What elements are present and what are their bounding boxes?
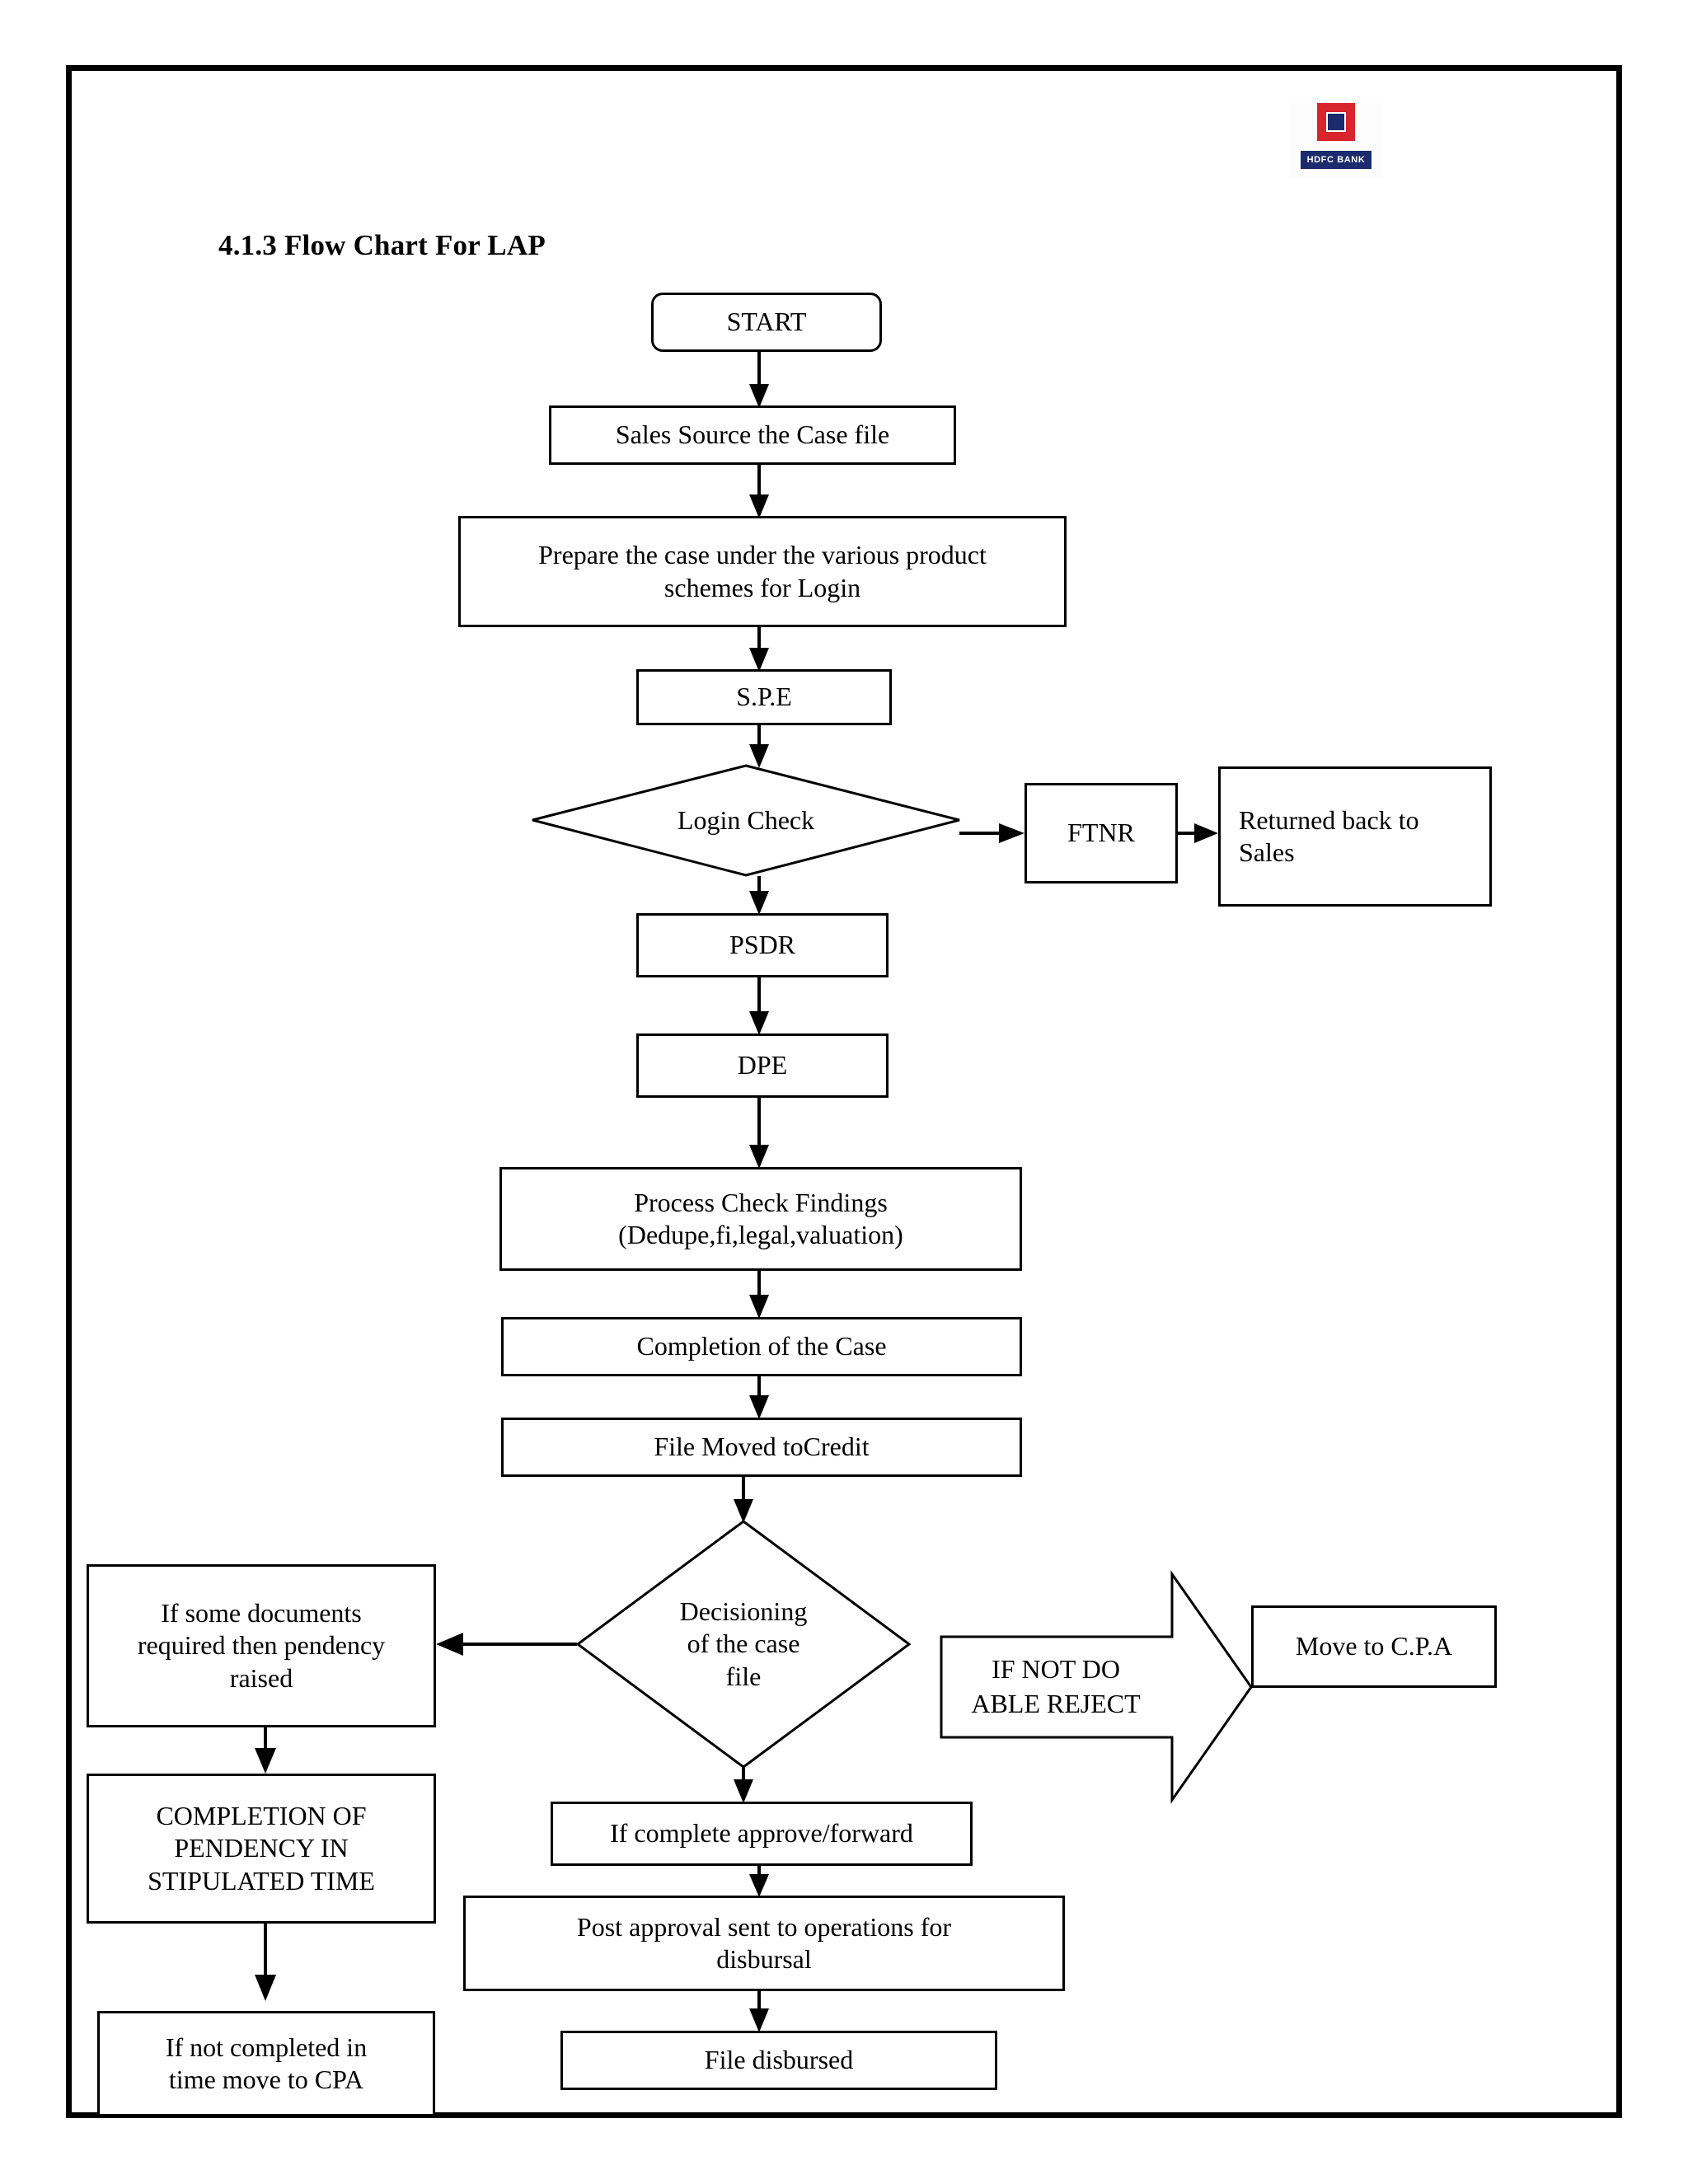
flow-node-pendency-raised[interactable]: If some documents required then pendency… (87, 1564, 436, 1727)
flow-node-ftnr-label: FTNR (1067, 818, 1135, 848)
flow-node-completion-of-case[interactable]: Completion of the Case (501, 1317, 1022, 1376)
flow-node-if-not-doable-reject[interactable]: IF NOT DO ABLE REJECT (940, 1570, 1253, 1804)
hdfc-bank-logo: HDFC BANK (1289, 98, 1383, 178)
flow-node-decisioning-line1: Decisioning (679, 1596, 808, 1627)
flow-node-not-completed-move-cpa-line2: time move to CPA (168, 2064, 364, 2094)
arrowhead-spe-to-login-check (749, 744, 769, 768)
hdfc-logo-mark-icon (1311, 103, 1362, 149)
flow-node-prepare-case[interactable]: Prepare the case under the various produ… (458, 516, 1067, 627)
login-check-diamond-shape (532, 764, 960, 877)
flow-node-spe[interactable]: S.P.E (636, 669, 892, 725)
arrowhead-start-to-sales (749, 384, 769, 408)
flow-node-psdr[interactable]: PSDR (636, 913, 889, 977)
flow-node-prepare-case-line1: Prepare the case under the various produ… (538, 540, 987, 570)
flow-node-post-approval-disbursal-line2: disbursal (716, 1944, 812, 1974)
flow-node-completion-of-pendency-line3: STIPULATED TIME (148, 1865, 375, 1896)
flow-node-not-completed-move-cpa-line1: If not completed in (165, 2032, 368, 2062)
flow-node-decisioning[interactable]: Decisioning of the case file (575, 1520, 912, 1769)
flow-node-login-check[interactable]: Login Check (532, 764, 960, 877)
flow-node-process-check-findings-line2: (Dedupe,fi,legal,valuation) (618, 1220, 903, 1249)
flow-node-process-check-findings-line1: Process Check Findings (634, 1187, 888, 1217)
flow-node-ftnr[interactable]: FTNR (1025, 783, 1178, 883)
flow-node-psdr-label: PSDR (729, 930, 796, 960)
logo-outer-square-icon (1317, 103, 1355, 141)
arrowhead-completion-to-file-credit (749, 1395, 769, 1419)
flow-node-decisioning-line3: file (725, 1661, 762, 1691)
flow-node-process-check-findings[interactable]: Process Check Findings (Dedupe,fi,legal,… (499, 1167, 1022, 1271)
page-title: 4.1.3 Flow Chart For LAP (218, 229, 546, 261)
arrowhead-file-credit-to-decisioning (734, 1499, 753, 1523)
arrowhead-login-check-to-ftnr (999, 823, 1025, 843)
flow-node-pendency-raised-line2: required then pendency (137, 1630, 386, 1661)
arrowhead-ftnr-to-returned (1194, 823, 1218, 843)
flow-node-not-completed-move-cpa[interactable]: If not completed in time move to CPA (97, 2011, 435, 2116)
decisioning-diamond-shape (575, 1520, 912, 1769)
arrowhead-decisioning-to-approve (734, 1779, 753, 1803)
flow-node-if-complete-approve[interactable]: If complete approve/forward (551, 1802, 973, 1866)
flow-node-start-label: START (726, 307, 807, 337)
arrowhead-prepare-to-spe (749, 648, 769, 672)
flow-node-post-approval-disbursal-line1: Post approval sent to operations for (576, 1911, 952, 1942)
flow-node-decisioning-label: Decisioning of the case file (577, 1521, 910, 1768)
flow-node-start[interactable]: START (651, 293, 882, 352)
arrowhead-sales-to-prepare (749, 494, 769, 518)
logo-inner-square-icon (1328, 114, 1344, 130)
arrowhead-post-approval-to-disbursed (749, 2008, 769, 2032)
flow-node-file-disbursed[interactable]: File disbursed (560, 2031, 997, 2090)
logo-wordmark-bar: HDFC BANK (1301, 151, 1372, 169)
flow-node-file-disbursed-label: File disbursed (704, 2045, 854, 2075)
flow-node-returned-to-sales-line2: Sales (1239, 837, 1295, 867)
flow-node-returned-to-sales[interactable]: Returned back to Sales (1218, 766, 1492, 907)
flow-node-completion-of-case-label: Completion of the Case (636, 1331, 887, 1361)
flow-node-login-check-label: Login Check (677, 804, 815, 835)
flow-node-spe-label: S.P.E (736, 682, 792, 712)
flow-node-decisioning-line2: of the case (687, 1629, 800, 1659)
flow-node-dpe[interactable]: DPE (636, 1033, 889, 1098)
flow-node-completion-of-pendency-line1: COMPLETION OF (156, 1801, 367, 1831)
flow-node-completion-of-pendency[interactable]: COMPLETION OF PENDENCY IN STIPULATED TIM… (87, 1774, 436, 1924)
flow-node-post-approval-disbursal[interactable]: Post approval sent to operations for dis… (463, 1896, 1065, 1991)
flow-node-completion-of-pendency-line2: PENDENCY IN (174, 1833, 349, 1863)
flow-node-move-to-cpa[interactable]: Move to C.P.A (1251, 1605, 1497, 1688)
flow-node-if-complete-approve-label: If complete approve/forward (610, 1818, 913, 1849)
flow-node-pendency-raised-line3: raised (229, 1662, 293, 1693)
flow-node-pendency-raised-line1: If some documents (161, 1598, 362, 1629)
arrowhead-completion-pendency-to-not-completed (255, 1975, 276, 2001)
arrowhead-psdr-to-dpe (749, 1011, 769, 1035)
flow-node-sales-source[interactable]: Sales Source the Case file (549, 405, 956, 465)
flow-node-if-not-doable-reject-label: IF NOT DO ABLE REJECT (940, 1572, 1172, 1802)
arrowhead-decisioning-to-pendency (436, 1633, 463, 1656)
flow-node-prepare-case-line2: schemes for Login (663, 572, 861, 602)
flow-node-file-moved-to-credit-label: File Moved toCredit (654, 1432, 870, 1462)
block-arrow-shape-icon (940, 1570, 1253, 1804)
flow-node-file-moved-to-credit[interactable]: File Moved toCredit (501, 1418, 1022, 1477)
flow-node-move-to-cpa-label: Move to C.P.A (1295, 1631, 1453, 1661)
flow-node-if-not-doable-reject-line2: ABLE REJECT (971, 1689, 1141, 1718)
flow-node-if-not-doable-reject-line1: IF NOT DO (992, 1654, 1120, 1685)
arrowhead-process-check-to-completion (749, 1295, 769, 1319)
flow-node-sales-source-label: Sales Source the Case file (615, 419, 890, 450)
logo-wordmark-text: HDFC BANK (1306, 154, 1366, 165)
arrowhead-approve-to-post-approval (749, 1874, 769, 1897)
flow-node-returned-to-sales-line1: Returned back to (1239, 804, 1419, 835)
arrowhead-pendency-to-completion-pendency (255, 1748, 276, 1774)
arrowhead-login-check-to-psdr (749, 891, 769, 915)
flow-node-dpe-label: DPE (737, 1050, 788, 1080)
arrowhead-dpe-to-process-check (749, 1145, 769, 1169)
